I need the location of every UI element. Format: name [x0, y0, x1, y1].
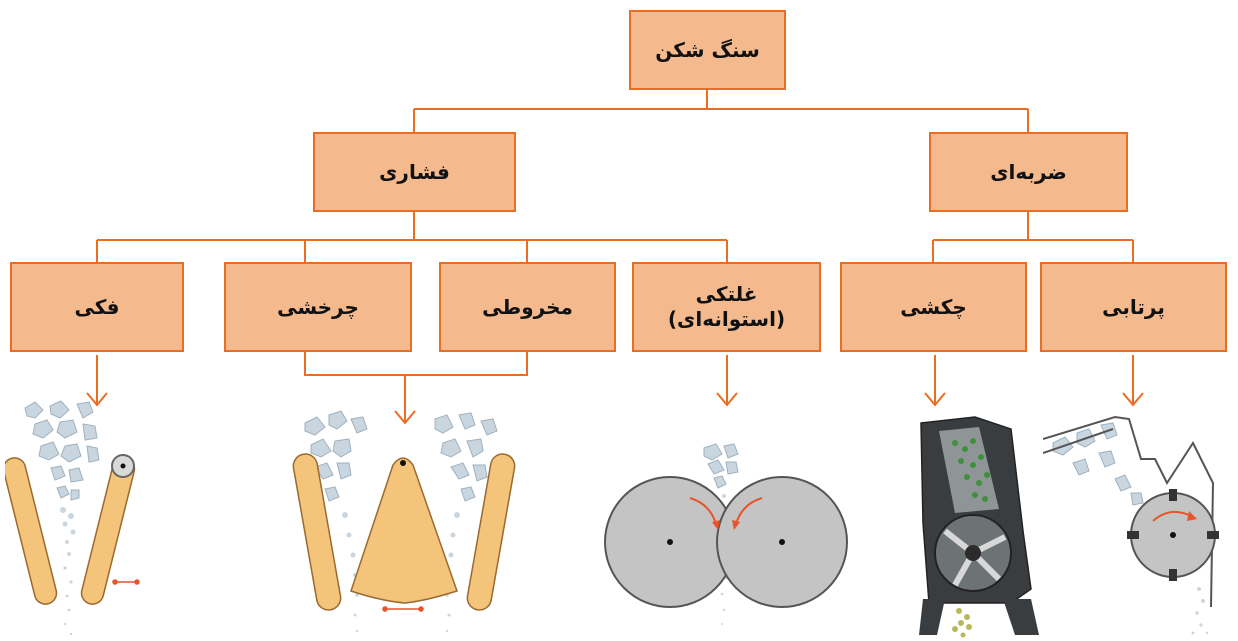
- connector-gyratory-cone-merge: [304, 352, 528, 376]
- jaw-crusher-illustration: [5, 400, 140, 636]
- root-node: سنگ شکن: [629, 10, 786, 90]
- roller-crusher-node: غلتکی (استوانه‌ای): [632, 262, 821, 352]
- hammer-mill-illustration: [919, 416, 1039, 638]
- impact-node-label: ضربه‌ای: [990, 159, 1067, 184]
- compressive-node-label: فشاری: [379, 159, 450, 184]
- arrow-roller: [716, 355, 738, 407]
- gyratory-crusher-node: چرخشی: [224, 262, 412, 352]
- roller-crusher-label-2: (استوانه‌ای): [667, 307, 786, 331]
- arrow-gyratory-cone: [394, 375, 416, 425]
- jaw-crusher-label: فکی: [74, 294, 120, 319]
- impactor-crusher-label: پرتابی: [1102, 294, 1165, 319]
- gyratory-crusher-label: چرخشی: [277, 294, 359, 319]
- impact-crusher-illustration: [1043, 415, 1219, 635]
- root-node-label: سنگ شکن: [655, 37, 760, 62]
- roll-crusher-illustration: [604, 443, 848, 625]
- arrow-impactor: [1122, 355, 1144, 407]
- arrow-jaw: [86, 355, 108, 407]
- cone-crusher-node: مخروطی: [439, 262, 616, 352]
- compressive-node: فشاری: [313, 132, 516, 212]
- roller-crusher-label: غلتکی: [695, 282, 758, 306]
- hammer-crusher-label: چکشی: [900, 294, 967, 319]
- hammer-crusher-node: چکشی: [840, 262, 1027, 352]
- gyratory-cone-crusher-illustration: [292, 410, 516, 633]
- jaw-crusher-node: فکی: [10, 262, 184, 352]
- arrow-hammer: [924, 355, 946, 407]
- impactor-crusher-node: پرتابی: [1040, 262, 1227, 352]
- impact-node: ضربه‌ای: [929, 132, 1128, 212]
- cone-crusher-label: مخروطی: [482, 294, 573, 319]
